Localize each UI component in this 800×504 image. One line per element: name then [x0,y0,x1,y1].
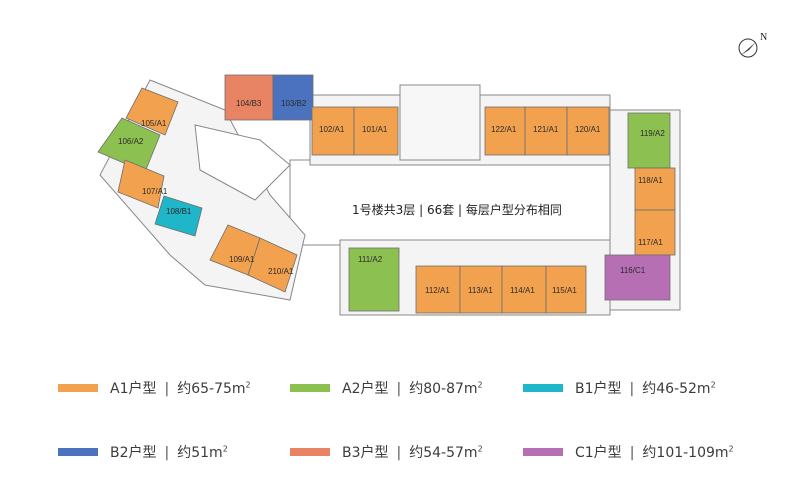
unit-label-108: 108/B1 [166,207,192,216]
unit-label-109: 109/A1 [229,255,255,264]
unit-104[interactable] [224,74,274,121]
unit-111[interactable] [348,247,400,312]
unit-116[interactable] [604,254,671,301]
legend-swatch-b3 [290,448,330,456]
unit-label-121: 121/A1 [533,125,559,134]
unit-label-103: 103/B2 [281,99,307,108]
unit-118[interactable] [634,167,676,211]
unit-label-119: 119/A2 [640,129,665,138]
core-stair [399,84,481,161]
legend-text-b1: B1户型|约46-52m2 [575,380,716,397]
unit-label-117: 117/A1 [638,238,663,247]
legend-item-b1: B1户型|约46-52m2 [523,378,716,398]
legend-swatch-b1 [523,384,563,392]
unit-114[interactable] [501,265,547,314]
unit-label-120: 120/A1 [575,125,601,134]
unit-label-111: 111/A2 [358,255,383,264]
unit-210[interactable] [247,237,298,293]
unit-label-210: 210/A1 [268,267,294,276]
compass-arrow-icon [741,42,756,55]
unit-label-116: 116/C1 [620,266,646,275]
unit-label-107: 107/A1 [142,187,168,196]
unit-label-102: 102/A1 [319,125,345,134]
unit-117[interactable] [634,209,676,256]
unit-label-114: 114/A1 [510,286,535,295]
unit-113[interactable] [459,265,503,314]
west-courtyard [194,124,291,201]
legend-swatch-a2 [290,384,330,392]
compass: N [738,32,767,58]
legend-item-b2: B2户型|约51m2 [58,442,228,462]
unit-102[interactable] [311,106,355,156]
unit-105[interactable] [125,87,179,136]
unit-labels: 104/B3 103/B2 102/A1 101/A1 122/A1 121/A… [118,99,665,295]
legend-text-a2: A2户型|约80-87m2 [342,380,483,397]
unit-label-112: 112/A1 [425,286,450,295]
unit-label-105: 105/A1 [141,119,167,128]
building-summary-note: 1号楼共3层 | 66套 | 每层户型分布相同 [352,202,562,217]
compass-north-label: N [760,32,767,43]
unit-label-122: 122/A1 [491,125,517,134]
unit-label-115: 115/A1 [552,286,577,295]
compass-ring [738,38,758,58]
legend-swatch-b2 [58,448,98,456]
legend-text-c1: C1户型|约101-109m2 [575,444,734,461]
unit-label-104: 104/B3 [236,99,262,108]
legend-item-a1: A1户型|约65-75m2 [58,378,251,398]
legend-swatch-a1 [58,384,98,392]
unit-108[interactable] [154,195,203,237]
legend-item-b3: B3户型|约54-57m2 [290,442,483,462]
legend-item-c1: C1户型|约101-109m2 [523,442,734,462]
units-layer [97,74,676,314]
unit-103[interactable] [272,74,314,121]
unit-label-106: 106/A2 [118,137,144,146]
legend-swatch-c1 [523,448,563,456]
unit-120[interactable] [566,106,610,156]
unit-label-101: 101/A1 [362,125,388,134]
legend-text-b2: B2户型|约51m2 [110,444,228,461]
unit-121[interactable] [524,106,568,156]
legend-text-b3: B3户型|约54-57m2 [342,444,483,461]
unit-label-118: 118/A1 [638,176,663,185]
unit-107[interactable] [117,159,165,209]
unit-label-113: 113/A1 [468,286,493,295]
unit-115[interactable] [545,265,587,314]
unit-119[interactable] [627,112,671,169]
unit-101[interactable] [353,106,399,156]
legend-item-a2: A2户型|约80-87m2 [290,378,483,398]
legend-text-a1: A1户型|约65-75m2 [110,380,251,397]
unit-112[interactable] [415,265,461,314]
